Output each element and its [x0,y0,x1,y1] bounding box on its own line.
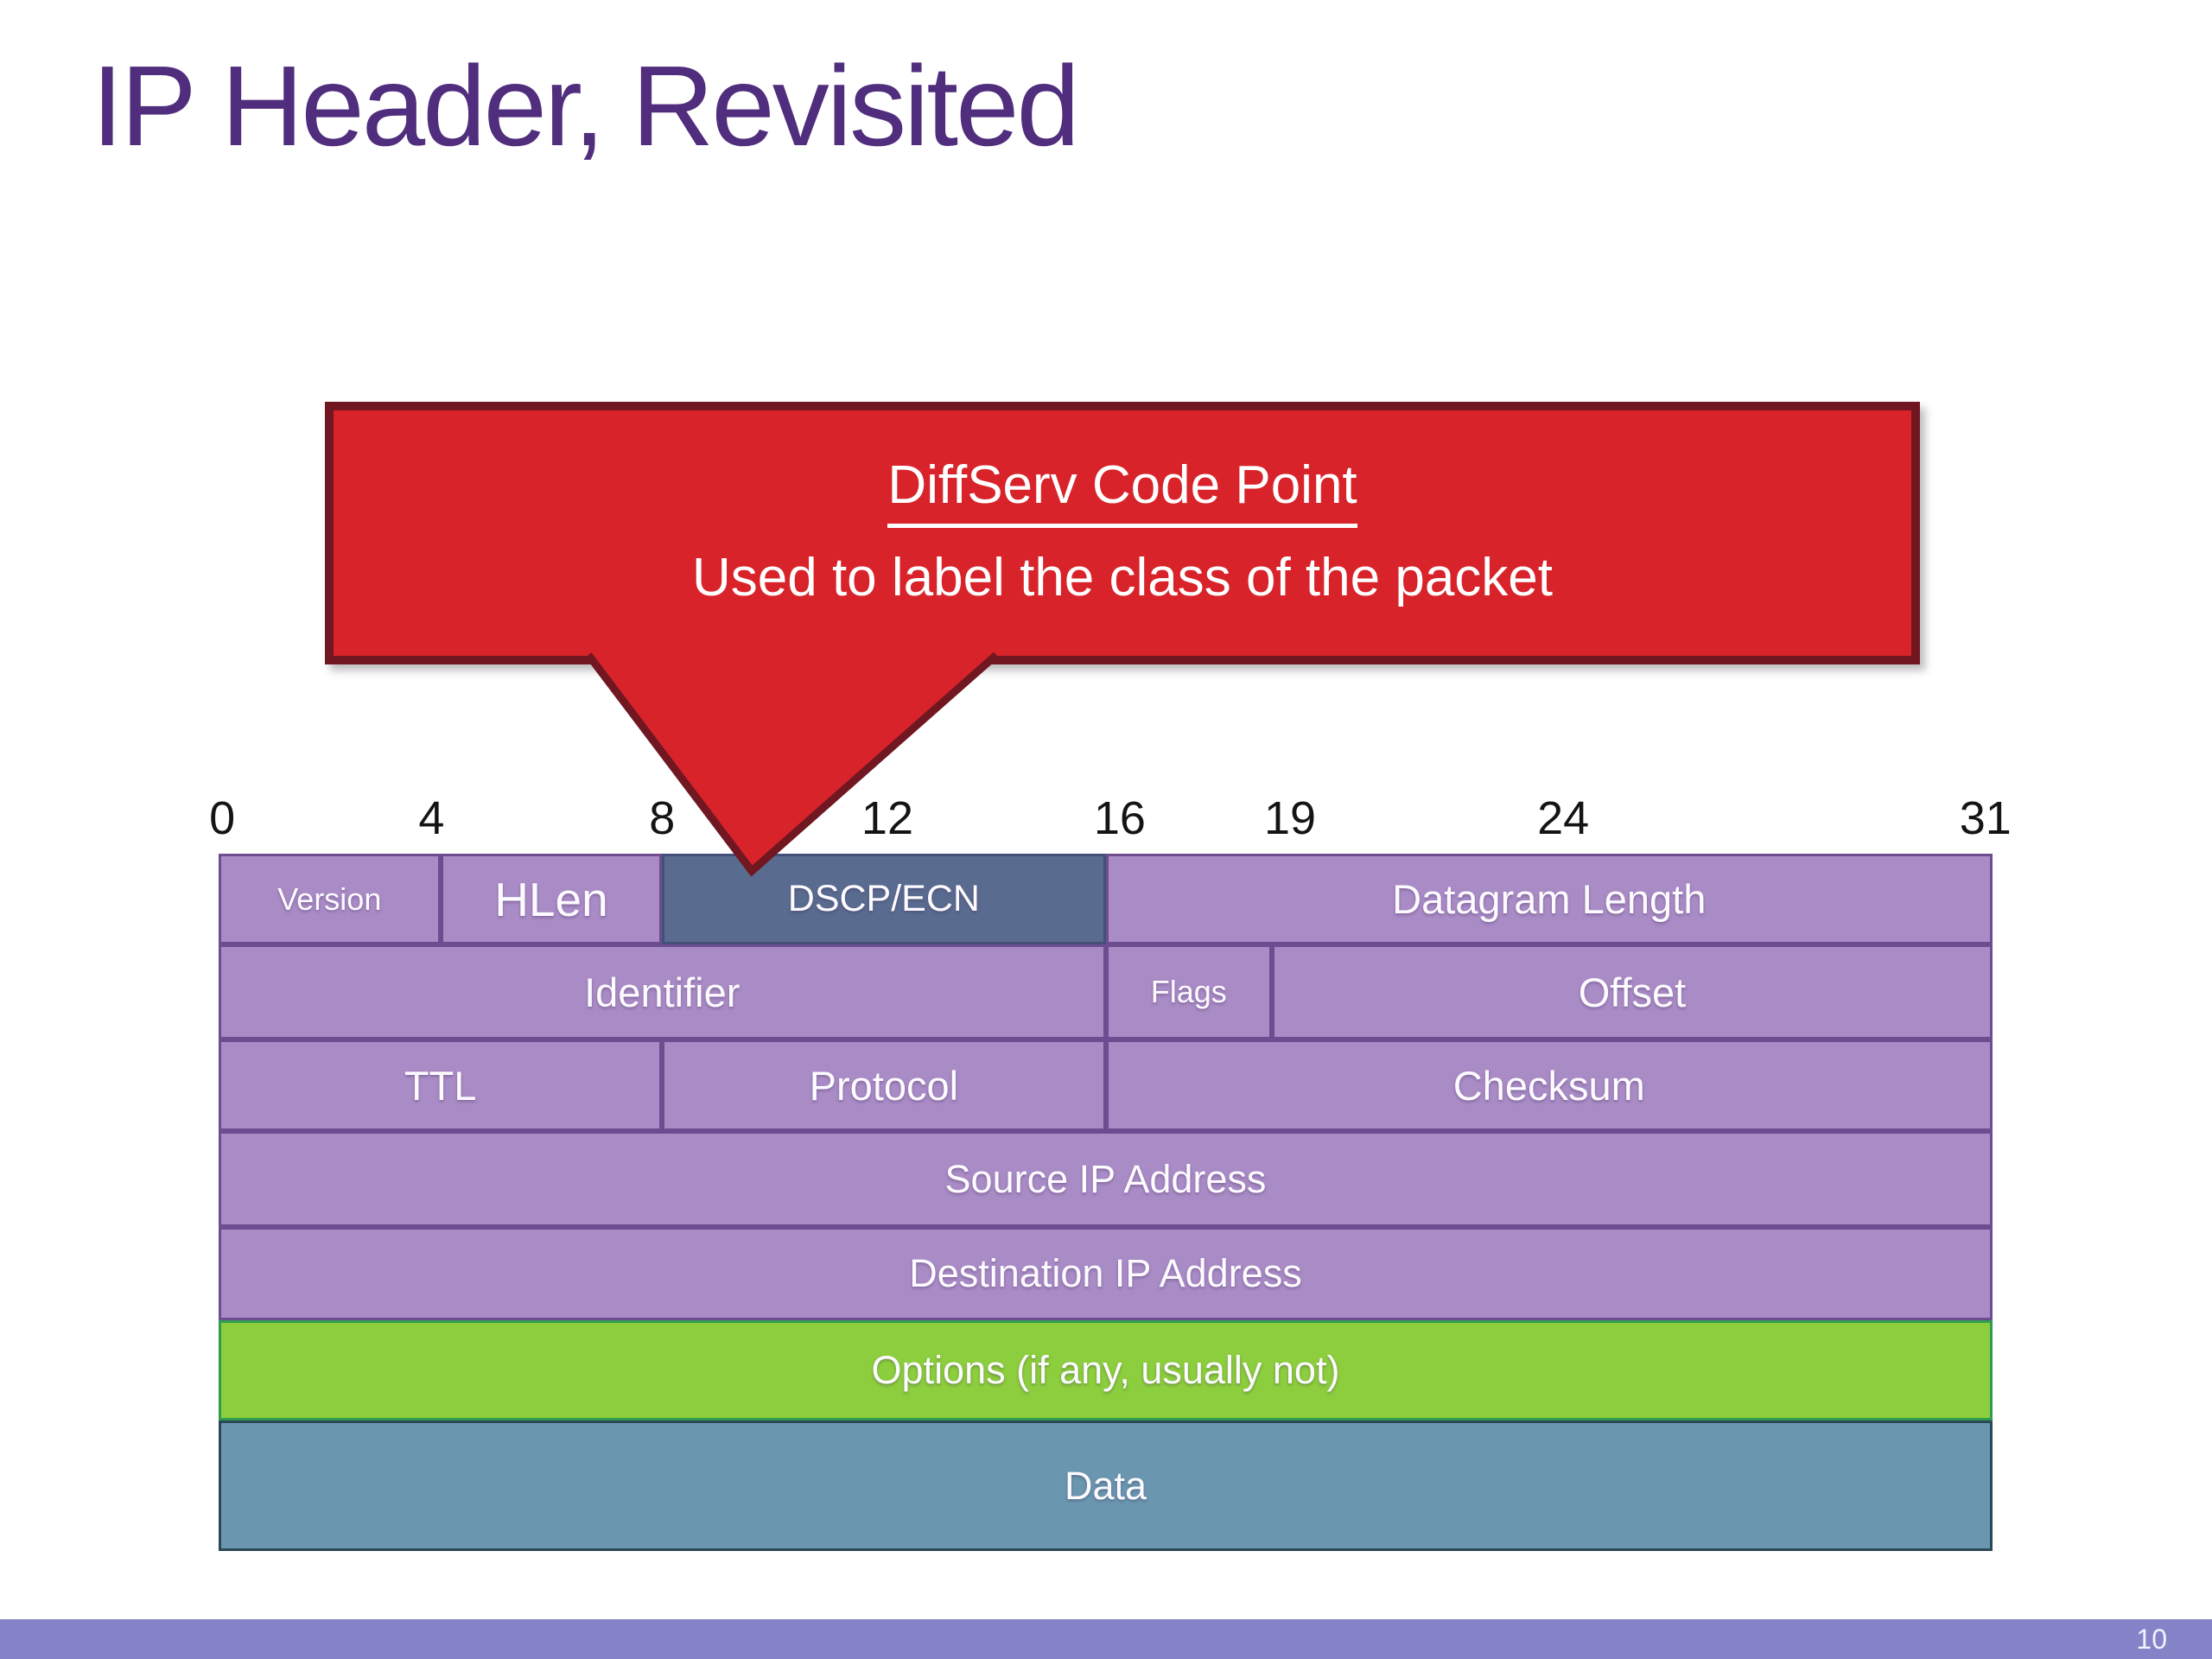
bit-label-19: 19 [1263,792,1317,844]
field-offset: Offset [1271,944,1993,1039]
field-ttl: TTL [219,1039,663,1131]
field-datagram-length: Datagram Length [1105,854,1993,944]
field-options: Options (if any, usually not) [219,1320,1993,1421]
bit-label-24: 24 [1537,792,1590,844]
bit-label-0: 0 [209,792,236,844]
bit-label-16: 16 [1093,792,1146,844]
field-identifier: Identifier [219,944,1106,1039]
field-source-ip: Source IP Address [219,1131,1993,1227]
bit-label-31: 31 [1959,792,2012,844]
callout-body: Used to label the class of the packet [691,547,1554,607]
field-version: Version [219,854,441,944]
bit-label-8: 8 [649,792,676,844]
callout-pointer-arrow [585,652,999,877]
page-title: IP Header, Revisited [92,42,1080,169]
diffserv-callout: DiffServ Code Point Used to label the cl… [325,402,1920,664]
callout-heading: DiffServ Code Point [887,454,1357,528]
field-destination-ip: Destination IP Address [219,1227,1993,1320]
field-flags: Flags [1105,944,1272,1039]
bit-label-12: 12 [861,792,914,844]
field-hlen: HLen [440,854,663,944]
field-checksum: Checksum [1105,1039,1993,1131]
page-number: 10 [2136,1623,2167,1655]
footer-bar: 10 [0,1619,2212,1659]
field-dscp-ecn: DSCP/ECN [662,854,1106,944]
field-protocol: Protocol [662,1039,1106,1131]
field-data: Data [219,1421,1993,1551]
bit-label-4: 4 [418,792,445,844]
ip-header-diagram: Version HLen DSCP/ECN Datagram Length Id… [219,854,1993,1551]
bit-number-row: 0 4 8 12 16 19 24 31 [209,788,2012,845]
